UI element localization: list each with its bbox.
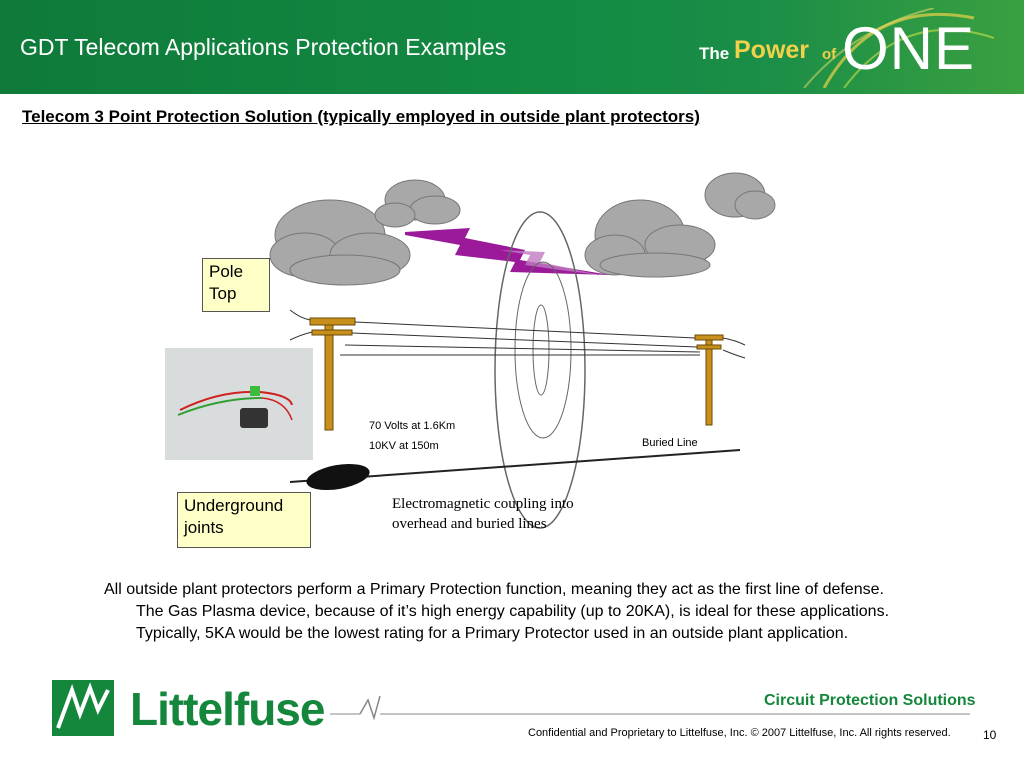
logo-wordmark: Littelfuse <box>130 683 325 735</box>
brand-power: Power <box>734 36 810 64</box>
cloud-icon <box>269 179 461 286</box>
overhead-lines <box>289 309 746 359</box>
brand-one: ONE <box>842 15 976 82</box>
pole-icon <box>309 317 356 431</box>
voltage-label-1: 70 Volts at 1.6Km <box>369 420 456 432</box>
pole-icon <box>694 334 724 426</box>
page-number: 10 <box>983 728 997 742</box>
lightning-bolt-icon <box>405 228 610 275</box>
voltage-label-2: 10KV at 150m <box>369 440 439 452</box>
pole-top-text: Pole Top <box>209 262 244 303</box>
brand-the: The <box>699 44 730 63</box>
pole-top-label: Pole Top <box>202 258 270 312</box>
tagline: Circuit Protection Solutions <box>764 692 976 709</box>
power-of-one-logo: The Power of ONE <box>674 8 994 88</box>
header-bar: GDT Telecom Applications Protection Exam… <box>0 0 1024 94</box>
em-field-icon <box>494 211 586 529</box>
buried-line-label: Buried Line <box>642 437 698 449</box>
swirl-decoration <box>803 8 994 88</box>
em-coupling-caption: Electromagnetic coupling into overhead a… <box>392 496 574 532</box>
slide-subtitle: Telecom 3 Point Protection Solution (typ… <box>22 107 700 126</box>
body-text: All outside plant protectors perform a P… <box>104 581 890 642</box>
underground-joints-label: Underground joints <box>177 492 311 548</box>
body-paragraph: All outside plant protectors perform a P… <box>104 579 904 645</box>
brand-of: of <box>822 46 837 63</box>
gdt-device-photo <box>165 348 313 460</box>
littelfuse-logo: Littelfuse <box>52 680 325 736</box>
underground-text: Underground joints <box>184 496 284 537</box>
littelfuse-mark-icon <box>52 680 114 736</box>
cloud-icon <box>584 172 776 278</box>
footer-divider <box>330 695 970 720</box>
underground-joint-icon <box>306 463 370 491</box>
slide-title: GDT Telecom Applications Protection Exam… <box>20 34 507 60</box>
confidential-notice: Confidential and Proprietary to Littelfu… <box>528 727 951 739</box>
